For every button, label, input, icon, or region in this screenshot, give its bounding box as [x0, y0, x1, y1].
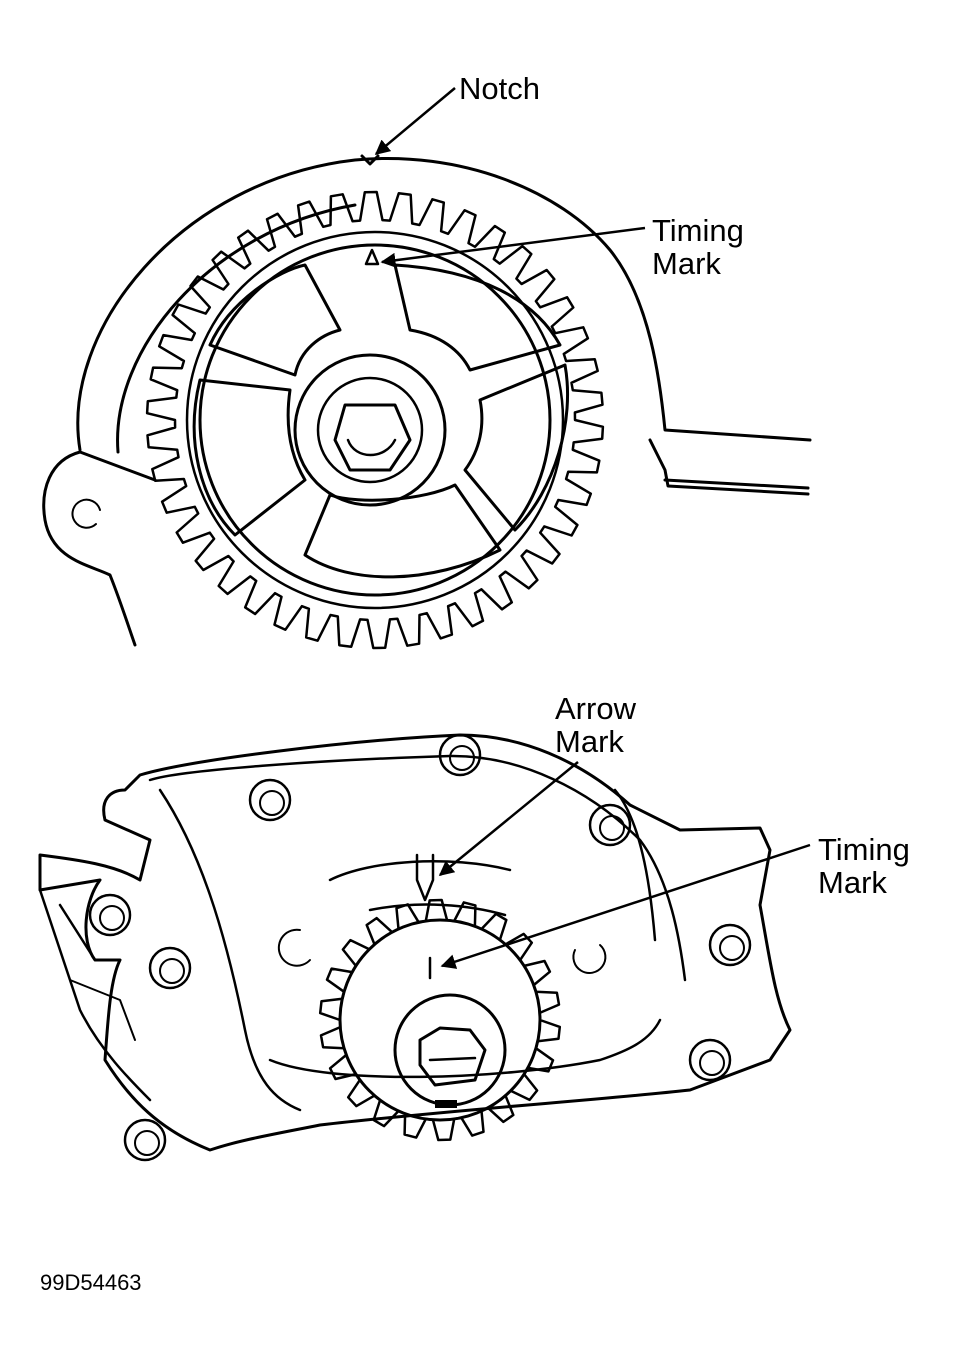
cover-bolts [88, 733, 752, 1162]
sprocket-window-5 [192, 378, 307, 537]
notch-mark [360, 154, 380, 166]
sprocket-window-3 [463, 363, 569, 532]
bolt-head [148, 946, 192, 990]
cover-bracket [42, 450, 137, 647]
figure-code: 99D54463 [40, 1270, 142, 1295]
bolt-washer [99, 905, 125, 931]
crank-timing-mark-label: Timing Mark [818, 832, 910, 900]
crank-sprocket-rim [338, 918, 542, 1122]
arrow-mark-label: Arrow Mark [555, 691, 636, 759]
bolt-head [588, 803, 632, 847]
notch-leader [374, 87, 456, 155]
sprocket-window-4 [303, 483, 502, 579]
arrow-mark [415, 853, 435, 902]
bolt-head [708, 923, 752, 967]
bracket-bolt-hole [71, 498, 101, 529]
bolt-washer [449, 745, 475, 771]
bolt-washer [259, 790, 285, 816]
bolt-head [123, 1118, 167, 1162]
hub-inner [316, 376, 424, 484]
bolt-washer [699, 1050, 725, 1076]
camshaft-sprocket-figure [42, 154, 812, 650]
notch-label: Notch [459, 71, 540, 106]
cam-timing-mark [364, 248, 380, 266]
bolt-head [438, 733, 482, 777]
belt-cover-outline [76, 156, 812, 452]
crank-bolt [418, 1026, 487, 1087]
bolt-head [248, 778, 292, 822]
hub-bolt [333, 403, 412, 472]
crank-key [435, 1100, 457, 1108]
bolt-washer [134, 1130, 160, 1156]
sprocket-window-2 [393, 263, 562, 372]
front-cover-outline [38, 733, 792, 1152]
sprocket-tooth-profile [145, 190, 605, 650]
bolt-head [88, 893, 132, 937]
camshaft-sprocket-teeth [145, 190, 605, 650]
sprocket-window-1 [208, 263, 342, 377]
bolt-washer [159, 958, 185, 984]
arrow-mark-leader [438, 761, 579, 876]
cam-timing-leader [380, 226, 646, 268]
sprocket-hub [293, 353, 447, 507]
bolt-head [688, 1038, 732, 1082]
sprocket-rim [198, 243, 552, 597]
crank-case-hole [277, 928, 311, 967]
bolt-washer [599, 815, 625, 841]
crank-hub [393, 993, 507, 1107]
crank-timing-leader [440, 843, 811, 969]
crankshaft-figure [38, 733, 792, 1162]
cam-timing-mark-label: Timing Mark [652, 213, 744, 281]
bolt-washer [719, 935, 745, 961]
sprocket-rim-outer [185, 230, 565, 610]
